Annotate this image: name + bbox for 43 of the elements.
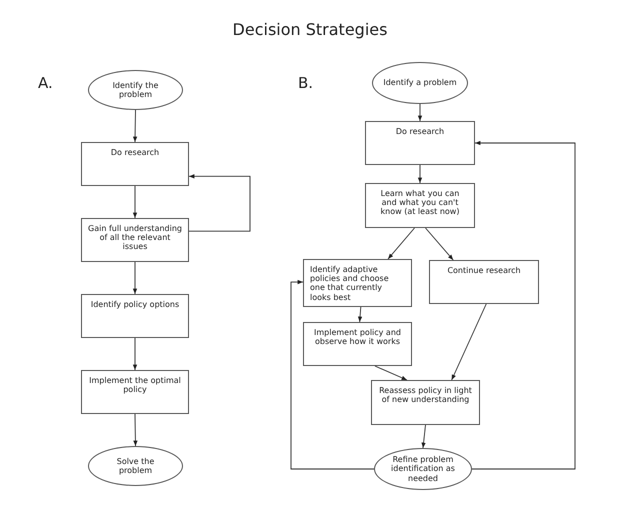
- arrow: [374, 366, 408, 380]
- node-text: Reassess policy in light of new understanding: [378, 386, 473, 404]
- process-box: [303, 322, 412, 366]
- arrow: [132, 262, 138, 294]
- arrow: [451, 304, 487, 380]
- process-box: [429, 260, 539, 304]
- node-text: Implement the optimal policy: [88, 376, 182, 394]
- arrow: [290, 280, 374, 470]
- diagram-title: Decision Strategies: [232, 20, 388, 39]
- arrow: [132, 338, 138, 370]
- process-box: [371, 380, 480, 425]
- node-text: Continue research: [447, 266, 521, 276]
- process-box: [81, 370, 189, 414]
- node-text: Refine problem identification as needed: [390, 455, 456, 483]
- node-text: Identify adaptive policies and choose one that currently looks best: [310, 265, 390, 302]
- process-box: [303, 259, 412, 307]
- node-text: Identify policy options: [90, 300, 180, 310]
- arrow: [388, 228, 415, 260]
- arrow: [358, 306, 362, 322]
- node-text: Learn what you can and what you can't know (at least now): [380, 189, 460, 217]
- arrow: [421, 424, 426, 448]
- arrow: [132, 186, 138, 218]
- process-box: [365, 183, 475, 228]
- arrow: [133, 414, 138, 446]
- node-text: Identify a problem: [383, 78, 457, 88]
- arrow: [188, 174, 250, 232]
- process-box: [81, 294, 189, 338]
- process-box: [81, 218, 189, 262]
- arrow: [425, 228, 454, 260]
- panel-label: B.: [298, 74, 314, 92]
- node-text: Identify the problem: [112, 80, 160, 100]
- node-text: Implement policy and observe how it works: [313, 328, 402, 346]
- panel-label: A.: [38, 74, 53, 92]
- node-text: Gain full understanding of all the relevant issues: [88, 224, 182, 252]
- arrow: [418, 164, 422, 184]
- node-text: Solve the problem: [116, 456, 156, 476]
- node-text: Do research: [110, 148, 160, 158]
- node-text: Do research: [396, 127, 444, 136]
- arrow: [472, 140, 576, 470]
- arrow: [418, 104, 422, 122]
- process-box: [81, 142, 189, 186]
- arrow: [132, 110, 138, 142]
- process-box: [365, 121, 475, 165]
